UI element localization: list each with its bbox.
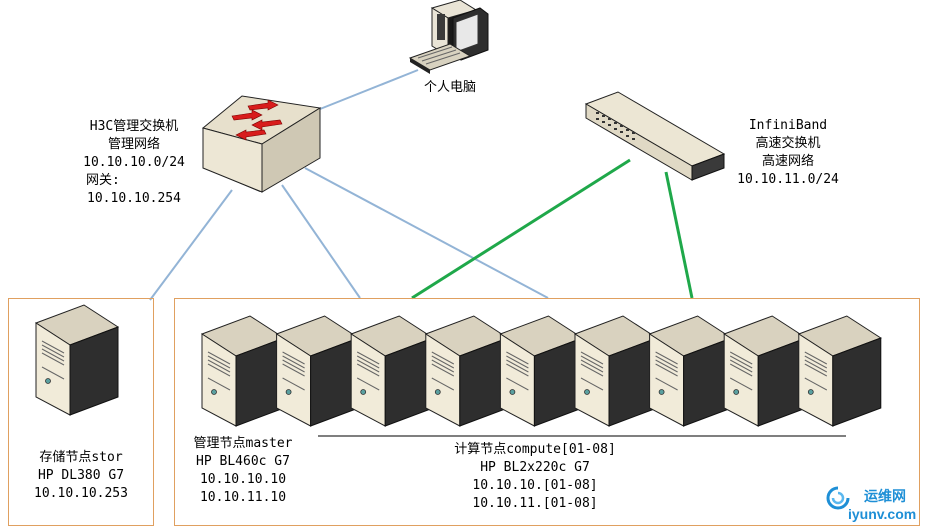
master-node-model: HP BL460c G7 — [196, 454, 290, 469]
watermark-text-top: 运维网 — [864, 488, 906, 504]
cluster-group-box — [174, 298, 920, 526]
infiniband-switch-type: 高速交换机 — [755, 136, 821, 151]
link-ib-master — [411, 158, 631, 300]
infiniband-switch-icon — [584, 91, 726, 181]
pc-icon — [408, 0, 489, 74]
link-switch-compute — [304, 167, 549, 299]
storage-group-box — [8, 298, 154, 526]
compute-nodes-ip-mgmt: 10.10.10.[01-08] — [472, 478, 598, 493]
h3c-switch-gateway-ip: 10.10.10.254 — [87, 191, 181, 206]
watermark-logo — [826, 486, 850, 510]
link-switch-storage — [149, 189, 233, 301]
master-node-label: 管理节点master HP BL460c G7 10.10.10.10 10.1… — [178, 435, 308, 507]
h3c-switch-label: H3C管理交换机 管理网络 10.10.10.0/24 网关: 10.10.10… — [66, 118, 202, 208]
master-node-name: 管理节点master — [193, 436, 293, 451]
master-node-ip-mgmt: 10.10.10.10 — [199, 472, 287, 487]
infiniband-switch-network: 高速网络 — [761, 154, 814, 169]
compute-nodes-model: HP BL2x220c G7 — [480, 460, 590, 475]
infiniband-switch-name: InfiniBand — [748, 118, 828, 133]
storage-node-model: HP DL380 G7 — [37, 468, 125, 483]
link-ib-compute — [664, 171, 694, 299]
infiniband-switch-subnet: 10.10.11.0/24 — [737, 172, 839, 187]
master-node-ip-ib: 10.10.11.10 — [199, 490, 287, 505]
h3c-switch-gateway-label: 网关: — [86, 173, 120, 188]
h3c-switch-network: 管理网络 — [107, 137, 160, 152]
pc-label: 个人电脑 — [423, 80, 476, 95]
compute-nodes-name: 计算节点compute[01-08] — [454, 442, 616, 457]
watermark-text-bottom: iyunv.com — [848, 506, 917, 522]
link-switch-master — [281, 184, 361, 299]
compute-nodes-label: 计算节点compute[01-08] HP BL2x220c G7 10.10.… — [430, 441, 640, 513]
storage-node-name: 存储节点stor — [39, 450, 123, 465]
storage-node-label: 存储节点stor HP DL380 G7 10.10.10.253 — [14, 449, 148, 503]
watermark-swirl-icon — [826, 486, 850, 510]
h3c-switch-subnet: 10.10.10.0/24 — [83, 155, 185, 170]
storage-node-ip: 10.10.10.253 — [34, 486, 128, 501]
h3c-switch-icon — [201, 95, 322, 193]
h3c-switch-name: H3C管理交换机 — [89, 119, 179, 134]
compute-nodes-ip-ib: 10.10.11.[01-08] — [472, 496, 598, 511]
infiniband-switch-label: InfiniBand 高速交换机 高速网络 10.10.11.0/24 — [726, 117, 850, 189]
